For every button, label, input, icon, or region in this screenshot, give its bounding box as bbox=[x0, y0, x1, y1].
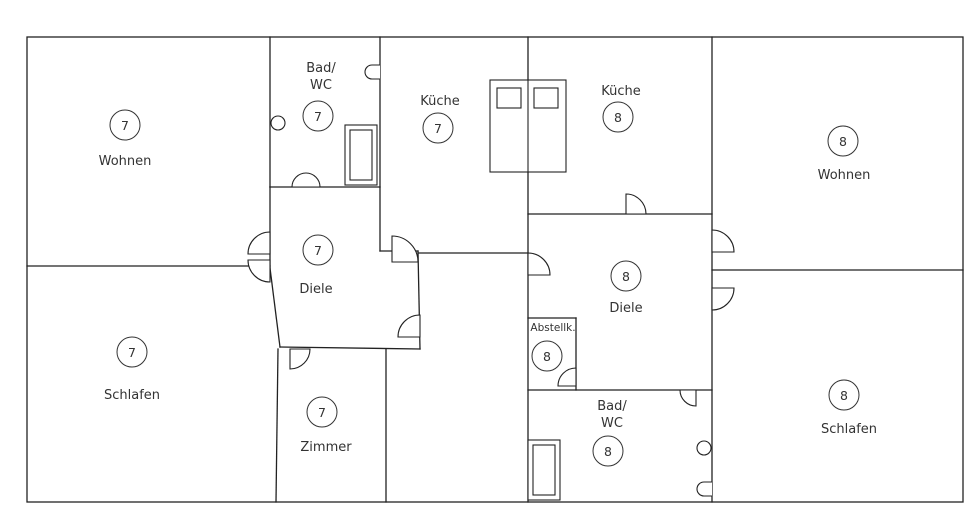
door bbox=[247, 259, 271, 283]
room-label: Bad/WC bbox=[597, 399, 627, 431]
unit-circle bbox=[602, 101, 634, 133]
room-label: Schlafen bbox=[104, 388, 160, 403]
room-label: Wohnen bbox=[818, 168, 871, 183]
room-label: Bad/WC bbox=[306, 61, 336, 93]
unit-circle bbox=[306, 396, 338, 428]
unit-number: 8 bbox=[604, 444, 612, 459]
room-label: Wohnen bbox=[99, 154, 152, 169]
room-label: Schlafen bbox=[821, 422, 877, 437]
wall bbox=[275, 348, 279, 503]
unit-number: 8 bbox=[543, 349, 551, 364]
unit-circle bbox=[531, 340, 563, 372]
unit-circle bbox=[302, 234, 334, 266]
hotplate bbox=[533, 87, 559, 109]
fixtures bbox=[270, 64, 712, 501]
unit-number-marker: 7 bbox=[116, 336, 148, 368]
doors bbox=[247, 172, 735, 407]
bathtub-inner bbox=[349, 129, 373, 181]
unit-number-marker: 7 bbox=[302, 234, 334, 266]
door bbox=[711, 229, 735, 253]
unit-number: 7 bbox=[318, 405, 326, 420]
room-label: Zimmer bbox=[300, 440, 352, 455]
unit-number-marker: 8 bbox=[827, 125, 859, 157]
door bbox=[247, 231, 271, 255]
room-labels: Wohnen Bad/WC Küche Küche Wohnen Diele S… bbox=[99, 61, 877, 455]
unit-number-marker: 8 bbox=[828, 379, 860, 411]
unit-number: 7 bbox=[314, 109, 322, 124]
unit-circle bbox=[827, 125, 859, 157]
door bbox=[397, 314, 421, 338]
unit-number-marker: 8 bbox=[602, 101, 634, 133]
unit-number-marker: 7 bbox=[422, 112, 454, 144]
wall bbox=[269, 267, 281, 348]
room-label: Abstellk. bbox=[530, 322, 575, 334]
unit-number-marker: 8 bbox=[592, 435, 624, 467]
unit-number-marker: 7 bbox=[109, 109, 141, 141]
washbasin bbox=[696, 440, 712, 456]
unit-number: 7 bbox=[121, 118, 129, 133]
door bbox=[291, 172, 321, 188]
door bbox=[391, 235, 419, 263]
unit-number: 8 bbox=[622, 269, 630, 284]
unit-markers: 7 7 7 8 8 7 7 7 bbox=[109, 100, 860, 467]
room-label: Küche bbox=[420, 94, 460, 109]
unit-number-marker: 7 bbox=[302, 100, 334, 132]
washbasin bbox=[270, 115, 286, 131]
door bbox=[711, 287, 735, 311]
door bbox=[625, 193, 647, 215]
walls bbox=[26, 36, 964, 503]
unit-number-marker: 8 bbox=[610, 260, 642, 292]
unit-number-marker: 7 bbox=[306, 396, 338, 428]
unit-circle bbox=[828, 379, 860, 411]
unit-circle bbox=[422, 112, 454, 144]
bathtub-inner bbox=[532, 444, 556, 496]
door bbox=[289, 348, 311, 370]
unit-circle bbox=[109, 109, 141, 141]
unit-circle bbox=[610, 260, 642, 292]
door bbox=[557, 367, 577, 387]
hotplate bbox=[496, 87, 522, 109]
unit-number-marker: 8 bbox=[531, 340, 563, 372]
room-label: Küche bbox=[601, 84, 641, 99]
unit-circle bbox=[592, 435, 624, 467]
toilet bbox=[364, 64, 380, 80]
toilet bbox=[696, 481, 712, 497]
unit-circle bbox=[116, 336, 148, 368]
door bbox=[527, 252, 551, 276]
unit-number: 8 bbox=[840, 388, 848, 403]
room-label: Diele bbox=[609, 301, 642, 316]
unit-number: 7 bbox=[314, 243, 322, 258]
unit-number: 7 bbox=[128, 345, 136, 360]
unit-circle bbox=[302, 100, 334, 132]
unit-number: 8 bbox=[839, 134, 847, 149]
wall bbox=[279, 346, 421, 350]
unit-number: 7 bbox=[434, 121, 442, 136]
room-label: Diele bbox=[299, 282, 332, 297]
unit-number: 8 bbox=[614, 110, 622, 125]
door bbox=[679, 389, 697, 407]
